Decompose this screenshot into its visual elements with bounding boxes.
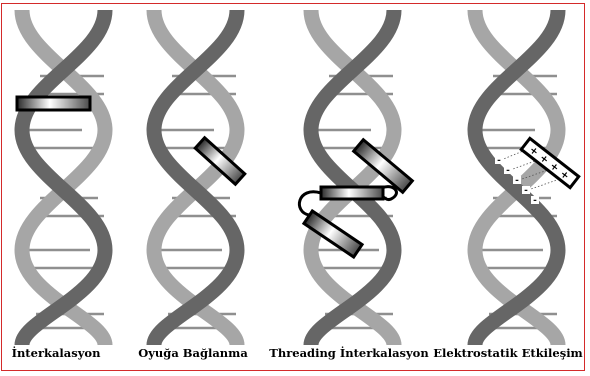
dna-double-helix — [22, 10, 105, 345]
negative-charge-sign: - — [533, 196, 537, 206]
negative-charge-sign: - — [506, 166, 510, 176]
negative-charge-sign: - — [497, 156, 501, 166]
backbone-strand-dark — [154, 10, 237, 345]
panel-threading-intercalation — [299, 10, 412, 345]
caption-intercalation: İnterkalasyon — [12, 346, 101, 360]
dna-double-helix — [154, 10, 237, 345]
backbone-strand-dark — [311, 10, 394, 345]
panel-groove-binding — [154, 10, 245, 345]
panel-intercalation — [17, 10, 105, 345]
caption-threading-intercalation: Threading İnterkalasyon — [269, 346, 428, 360]
backbone-strand-dark — [22, 10, 105, 345]
intercalator-ligand — [17, 97, 90, 110]
dna-double-helix — [311, 10, 394, 345]
caption-groove-binding: Oyuğa Bağlanma — [138, 346, 248, 360]
central-chromophore — [321, 187, 383, 199]
caption-electrostatic: Elektrostatik Etkileşim — [433, 346, 582, 360]
panel-electrostatic: ----- ++++ — [475, 10, 579, 345]
negative-charge-sign: - — [524, 186, 528, 196]
negative-charge-sign: - — [515, 176, 519, 186]
